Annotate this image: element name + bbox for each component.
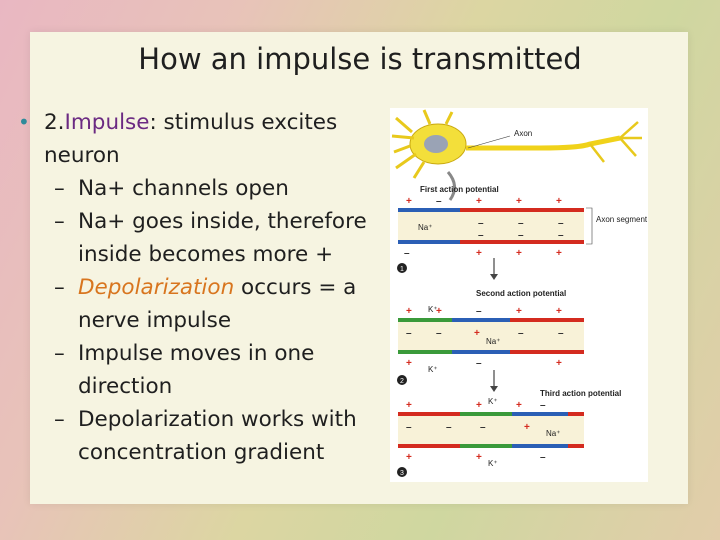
k-label-2a: K⁺ [428, 305, 438, 314]
svg-text:–: – [558, 328, 564, 339]
svg-text:–: – [478, 230, 484, 241]
svg-text:–: – [480, 422, 486, 433]
sub-text: Na+ goes inside, therefore inside become… [78, 209, 367, 267]
action-potential-diagram: Axon First action potential + – + + + – … [391, 109, 648, 477]
dash-icon: – [54, 407, 65, 432]
sub-text: Depolarization works with concentration … [78, 407, 357, 465]
sub-bullet-inside: – Na+ goes inside, therefore inside beco… [18, 205, 388, 271]
pointer-arrow-icon [446, 171, 456, 201]
sub-text: Impulse moves in one direction [78, 341, 315, 399]
svg-text:–: – [476, 358, 482, 369]
svg-text:+: + [406, 196, 412, 207]
svg-text:–: – [518, 230, 524, 241]
bullet-number: 2. [44, 110, 65, 135]
svg-text:–: – [436, 328, 442, 339]
svg-text:+: + [516, 248, 522, 259]
k-label-3b: K⁺ [488, 459, 498, 468]
svg-text:–: – [406, 328, 412, 339]
svg-text:+: + [556, 196, 562, 207]
sub-text: Na+ channels open [78, 176, 289, 201]
second-ap-label: Second action potential [476, 289, 566, 298]
svg-text:+: + [406, 358, 412, 369]
svg-text:–: – [558, 218, 564, 229]
impulse-term: Impulse [64, 110, 150, 135]
depolarization-term: Depolarization [78, 275, 235, 300]
sub-bullet-direction: – Impulse moves in one direction [18, 337, 388, 403]
svg-text:–: – [478, 218, 484, 229]
axon-segment-1: + – + + + – – – – – – – + + + Na⁺ [398, 196, 584, 259]
svg-text:+: + [524, 422, 530, 433]
svg-text:+: + [556, 248, 562, 259]
svg-text:–: – [446, 422, 452, 433]
neuron-illustration [391, 109, 642, 179]
svg-text:+: + [406, 400, 412, 411]
axon-label: Axon [514, 129, 532, 138]
svg-text:–: – [540, 400, 546, 411]
svg-text:–: – [518, 218, 524, 229]
svg-text:+: + [406, 306, 412, 317]
bullet-rest: : stimulus excites neuron [44, 110, 338, 168]
na-label-2: Na⁺ [486, 337, 500, 346]
svg-text:–: – [404, 248, 410, 259]
dash-icon: – [54, 176, 65, 201]
first-ap-label: First action potential [420, 185, 499, 194]
dash-icon: – [54, 209, 65, 234]
step-1-badge [397, 263, 407, 273]
sub-text: occurs = a nerve impulse [78, 275, 357, 333]
slide-title: How an impulse is transmitted [138, 42, 582, 76]
k-label-3a: K⁺ [488, 397, 498, 406]
svg-text:–: – [436, 196, 442, 207]
axon-segment-3: + + + – – – – + + + – K⁺ Na⁺ K⁺ [398, 397, 584, 468]
svg-text:+: + [436, 306, 442, 317]
sub-bullet-gradient: – Depolarization works with concentratio… [18, 403, 388, 469]
dash-icon: – [54, 275, 65, 300]
dash-icon: – [54, 341, 65, 366]
svg-text:+: + [556, 358, 562, 369]
svg-text:+: + [476, 248, 482, 259]
step-2-number: 2 [400, 378, 404, 385]
svg-text:–: – [558, 230, 564, 241]
svg-text:+: + [476, 196, 482, 207]
step-2-badge [397, 375, 407, 385]
action-potential-figure: Axon First action potential + – + + + – … [390, 108, 648, 482]
svg-text:–: – [518, 328, 524, 339]
k-label-2b: K⁺ [428, 365, 438, 374]
na-label-1: Na⁺ [418, 223, 432, 232]
bullet-dot-icon: • [18, 110, 30, 134]
svg-text:+: + [556, 306, 562, 317]
svg-text:+: + [516, 196, 522, 207]
main-bullet: • 2.Impulse: stimulus excites neuron [18, 106, 388, 172]
svg-text:+: + [406, 452, 412, 463]
svg-text:+: + [516, 306, 522, 317]
svg-text:+: + [476, 452, 482, 463]
axon-segment-label: Axon segment [596, 215, 648, 224]
sub-bullet-channels: – Na+ channels open [18, 172, 388, 205]
svg-text:–: – [406, 422, 412, 433]
na-label-3: Na⁺ [546, 429, 560, 438]
third-ap-label: Third action potential [540, 389, 621, 398]
svg-text:–: – [540, 452, 546, 463]
svg-text:–: – [476, 306, 482, 317]
axon-segment-2: + + – + + – – + – – + – + K⁺ Na⁺ K⁺ [398, 305, 584, 374]
sub-bullet-depolarization: – Depolarization occurs = a nerve impuls… [18, 271, 388, 337]
svg-text:+: + [516, 400, 522, 411]
svg-text:+: + [474, 328, 480, 339]
step-3-badge [397, 467, 407, 477]
step-3-number: 3 [400, 470, 404, 477]
svg-text:+: + [476, 400, 482, 411]
slide-body: • 2.Impulse: stimulus excites neuron – N… [18, 106, 388, 469]
step-1-number: 1 [400, 266, 404, 273]
